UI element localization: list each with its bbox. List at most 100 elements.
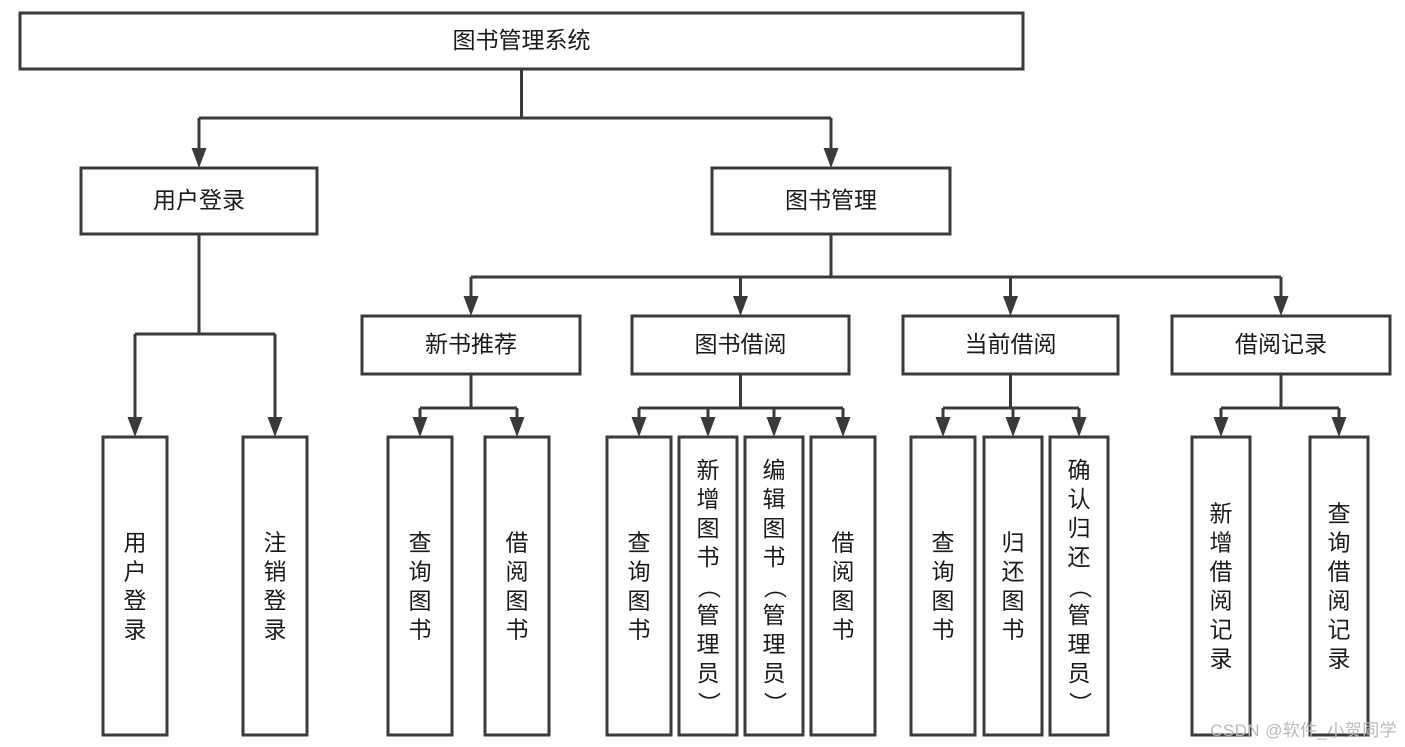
node-box[interactable] (241, 435, 309, 737)
node-label: 当前借阅 (965, 331, 1057, 357)
svg-text:员: 员 (697, 660, 720, 686)
svg-text:书: 书 (506, 617, 529, 643)
node-box[interactable] (710, 166, 952, 236)
node-label: 新书推荐 (425, 331, 517, 357)
svg-text:图: 图 (763, 515, 786, 541)
svg-text:管: 管 (1068, 602, 1091, 628)
arrow-head-icon (1005, 417, 1021, 437)
arrow-head-icon (463, 296, 479, 316)
node-root[interactable]: 图书管理系统 (18, 11, 1025, 71)
svg-text:编: 编 (763, 457, 786, 483)
node-box[interactable] (901, 314, 1120, 376)
svg-text:阅: 阅 (1210, 588, 1233, 614)
node-newbook[interactable]: 新书推荐 (360, 314, 582, 376)
arrow-head-icon (823, 148, 839, 168)
node-current[interactable]: 当前借阅 (901, 314, 1120, 376)
node-label: 图书管理 (785, 187, 877, 213)
arrow-head-icon (267, 417, 283, 437)
svg-text:借: 借 (1328, 559, 1351, 585)
node-box[interactable] (101, 435, 169, 737)
svg-text:录: 录 (124, 617, 147, 643)
svg-text:阅: 阅 (832, 559, 855, 585)
svg-text:图: 图 (628, 588, 651, 614)
node-box[interactable] (743, 435, 805, 737)
svg-text:户: 户 (124, 559, 147, 585)
node-box[interactable] (1170, 314, 1392, 376)
node-bookmgr[interactable]: 图书管理 (710, 166, 952, 236)
svg-text:理: 理 (763, 631, 786, 657)
node-box[interactable] (630, 314, 851, 376)
svg-text:图: 图 (832, 588, 855, 614)
svg-text:图: 图 (697, 515, 720, 541)
node-borrow[interactable]: 图书借阅 (630, 314, 851, 376)
svg-text:辑: 辑 (763, 486, 786, 512)
node-box[interactable] (605, 435, 673, 737)
svg-text:新: 新 (697, 457, 720, 483)
svg-text:登: 登 (264, 588, 287, 614)
node-box[interactable] (1308, 435, 1370, 737)
svg-text:）: ） (696, 692, 722, 715)
node-box[interactable] (18, 11, 1025, 71)
node-box[interactable] (1048, 435, 1110, 737)
node-box[interactable] (360, 314, 582, 376)
svg-text:图: 图 (506, 588, 529, 614)
node-leaf-user-login[interactable]: 用户登录 (101, 435, 169, 737)
node-box[interactable] (677, 435, 739, 737)
arrow-head-icon (1071, 417, 1087, 437)
node-box[interactable] (386, 435, 454, 737)
svg-text:阅: 阅 (1328, 588, 1351, 614)
svg-text:询: 询 (628, 559, 651, 585)
svg-text:注: 注 (264, 530, 287, 556)
svg-text:还: 还 (1002, 559, 1025, 585)
nodes-layer: 图书管理系统用户登录图书管理新书推荐图书借阅当前借阅借阅记录用户登录注销登录查询… (18, 11, 1392, 737)
node-box[interactable] (483, 435, 551, 737)
svg-text:书: 书 (628, 617, 651, 643)
svg-text:员: 员 (1068, 660, 1091, 686)
svg-text:登: 登 (124, 588, 147, 614)
node-records[interactable]: 借阅记录 (1170, 314, 1392, 376)
node-box[interactable] (79, 166, 319, 236)
svg-text:录: 录 (1328, 646, 1351, 672)
svg-text:理: 理 (1068, 631, 1091, 657)
node-box[interactable] (982, 435, 1044, 737)
arrow-head-icon (766, 417, 782, 437)
connector-group-root (191, 69, 839, 168)
arrow-head-icon (733, 296, 748, 316)
node-label: 借阅记录 (1235, 331, 1327, 357)
svg-text:查: 查 (1328, 501, 1351, 527)
connections-layer (127, 69, 1347, 437)
svg-text:书: 书 (832, 617, 855, 643)
connector-group-bookmgr (463, 234, 1289, 316)
node-box[interactable] (909, 435, 977, 737)
svg-text:归: 归 (1002, 530, 1025, 556)
node-login[interactable]: 用户登录 (79, 166, 319, 236)
svg-text:询: 询 (1328, 530, 1351, 556)
arrow-head-icon (1213, 417, 1229, 437)
connector-group-login (127, 234, 283, 437)
svg-text:还: 还 (1068, 544, 1091, 570)
node-box[interactable] (809, 435, 877, 737)
svg-text:新: 新 (1210, 501, 1233, 527)
connector-group-borrow (631, 374, 851, 437)
svg-text:销: 销 (264, 559, 287, 585)
node-box[interactable] (1190, 435, 1252, 737)
